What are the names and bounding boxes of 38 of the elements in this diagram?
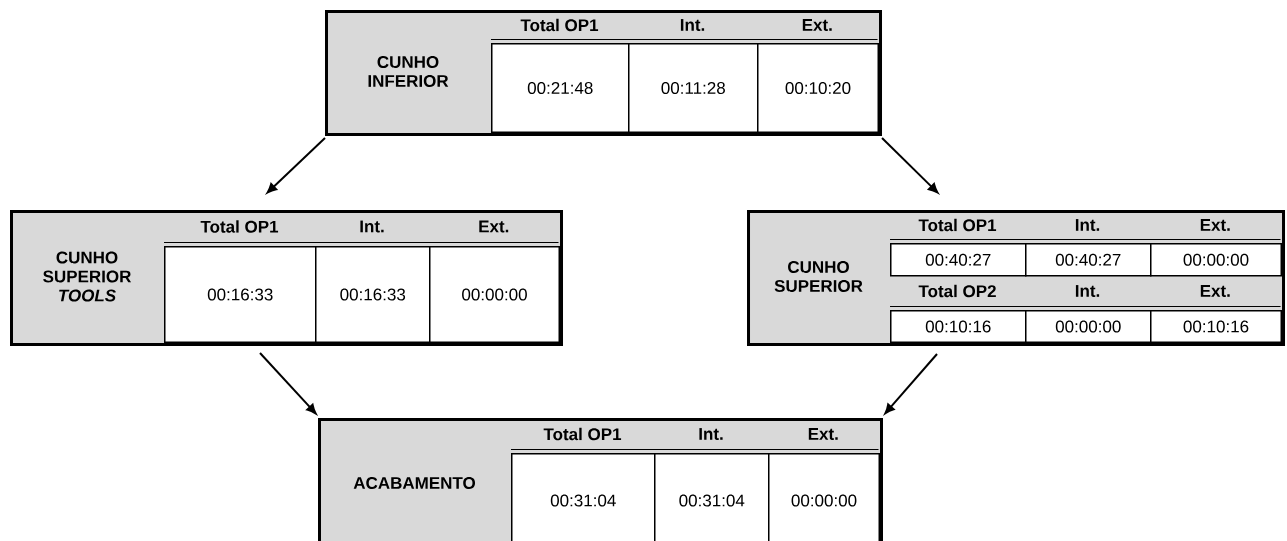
- column-header: Total OP1: [520, 18, 599, 32]
- column-header: Total OP1: [918, 218, 997, 232]
- time-cell: 00:31:04: [511, 453, 656, 541]
- time-cell: 00:00:00: [768, 453, 880, 541]
- arrow: [881, 137, 939, 194]
- time-cell: 00:00:00: [1150, 243, 1282, 277]
- time-cell: 00:00:00: [1025, 310, 1152, 343]
- column-header: Total OP2: [918, 284, 996, 298]
- column-header: Int.: [1075, 285, 1100, 297]
- time-cell: 00:00:00: [429, 246, 560, 343]
- row-header: ACABAMENTO: [353, 477, 475, 490]
- column-header: Ext.: [1200, 219, 1230, 231]
- time-cell: 00:21:48: [491, 43, 630, 133]
- column-header: Total OP1: [200, 220, 279, 233]
- column-header: Ext.: [1200, 285, 1230, 297]
- column-header: Ext.: [479, 220, 509, 233]
- time-cell: 00:16:33: [315, 246, 431, 343]
- time-cell: 00:10:16: [1150, 310, 1282, 343]
- arrow: [266, 137, 326, 194]
- time-cell: 00:31:04: [654, 453, 770, 541]
- column-header: Int.: [1075, 219, 1100, 231]
- time-cell: 00:40:27: [1025, 243, 1152, 277]
- arrow: [259, 352, 317, 415]
- time-cell: 00:10:20: [757, 43, 879, 133]
- time-cell: 00:11:28: [628, 43, 759, 133]
- time-cell: 00:16:33: [164, 246, 317, 343]
- row-header: CUNHO SUPERIOR: [774, 261, 863, 293]
- time-cell: 00:40:27: [890, 243, 1027, 277]
- row-header: CUNHO SUPERIOR TOOLS: [43, 251, 132, 302]
- column-header: Int.: [699, 428, 723, 440]
- column-header: Int.: [360, 220, 384, 233]
- row-header: CUNHO INFERIOR: [368, 56, 449, 88]
- column-header: Ext.: [808, 428, 838, 440]
- column-header: Int.: [680, 19, 705, 31]
- column-header: Ext.: [802, 19, 832, 31]
- time-cell: 00:10:16: [890, 310, 1027, 343]
- column-header: Total OP1: [543, 427, 622, 441]
- arrow: [884, 353, 938, 415]
